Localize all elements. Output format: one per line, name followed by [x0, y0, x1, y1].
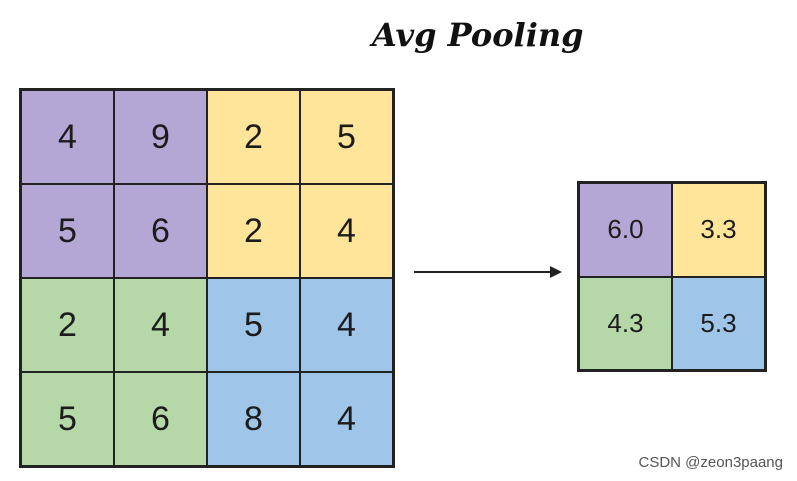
input-cell: 6 [114, 372, 207, 466]
input-cell: 2 [21, 278, 114, 372]
input-cell: 4 [300, 184, 393, 278]
arrow-right-icon [414, 266, 562, 278]
output-cell: 5.3 [672, 276, 765, 370]
watermark: CSDN @zeon3paang [638, 454, 783, 471]
input-cell: 4 [114, 278, 207, 372]
input-cell: 5 [21, 372, 114, 466]
input-cell: 5 [300, 90, 393, 184]
input-cell: 8 [207, 372, 300, 466]
input-cell: 5 [207, 278, 300, 372]
output-cell: 4.3 [579, 276, 672, 370]
input-cell: 9 [114, 90, 207, 184]
output-cell: 6.0 [579, 183, 672, 277]
output-cell: 3.3 [672, 183, 765, 277]
input-cell: 2 [207, 90, 300, 184]
input-cell: 4 [300, 372, 393, 466]
input-cell: 6 [114, 184, 207, 278]
diagram-title: Avg Pooling [372, 16, 584, 54]
input-cell: 5 [21, 184, 114, 278]
input-cell: 2 [207, 184, 300, 278]
input-cell: 4 [300, 278, 393, 372]
input-cell: 4 [21, 90, 114, 184]
